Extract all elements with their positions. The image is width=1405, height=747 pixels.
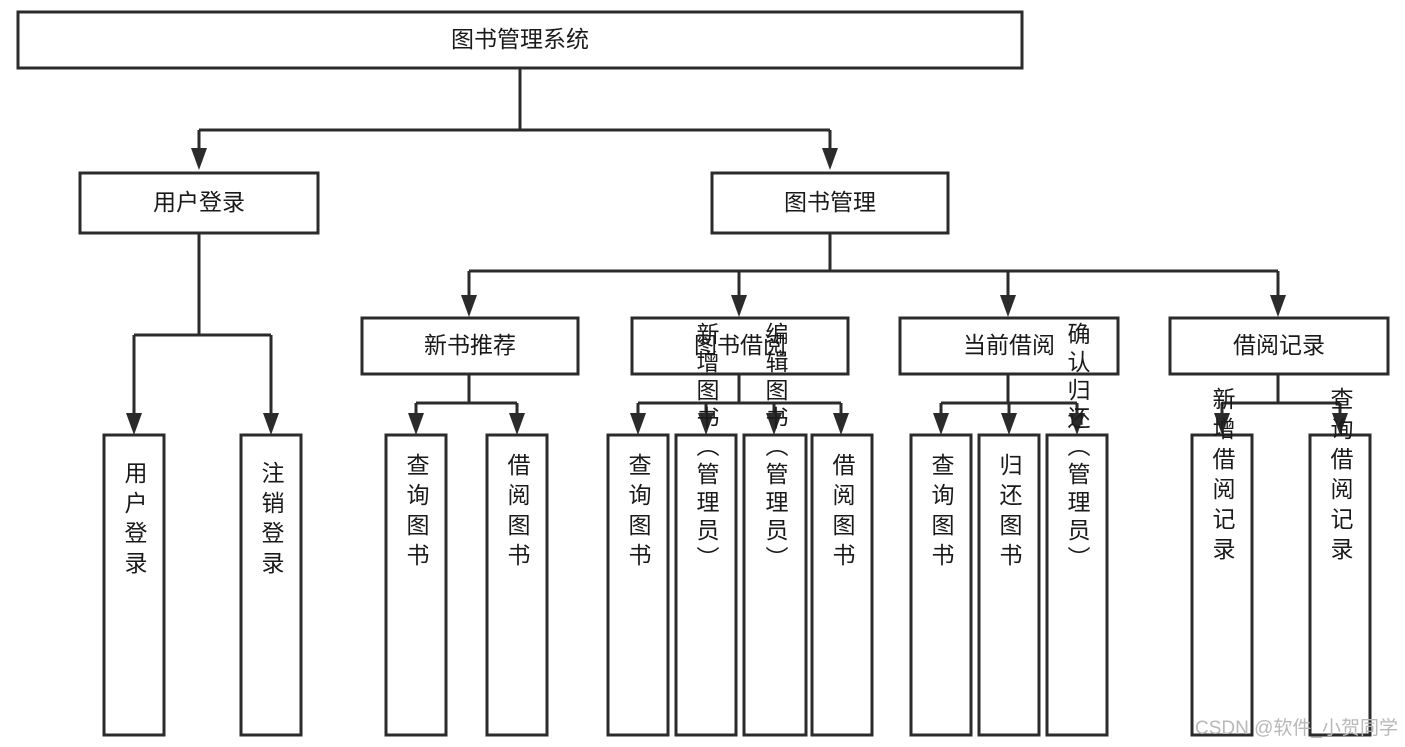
arrowhead-book-management [822, 148, 838, 170]
node-leaf-edit-book-label: 编辑图书（管理员） [762, 322, 789, 574]
arrowhead-user-login [191, 148, 207, 170]
arrowhead-bb-leaf-4 [833, 413, 849, 435]
arrowhead-new-book-recommend [461, 295, 477, 317]
node-book-borrow-label: 图书借阅 [694, 332, 786, 358]
node-system-label: 图书管理系统 [451, 26, 589, 52]
node-borrow-record[interactable]: 借阅记录 [1168, 316, 1390, 376]
node-leaf-logout-label: 注销登录 [258, 461, 285, 581]
watermark: CSDN @软件_小贺同学 [1195, 717, 1398, 739]
connector-layer [126, 68, 1348, 435]
node-leaf-add-record[interactable]: 新增借阅记录 [1190, 387, 1254, 737]
node-leaf-edit-book[interactable]: 编辑图书（管理员） [742, 322, 808, 737]
node-leaf-query-book-1[interactable]: 查询图书 [384, 433, 448, 737]
arrowhead-current-borrow [1000, 295, 1016, 317]
node-current-borrow[interactable]: 当前借阅 [898, 316, 1120, 376]
arrowhead-nbr-leaf-1 [408, 413, 424, 435]
node-borrow-record-label: 借阅记录 [1233, 332, 1325, 358]
node-leaf-add-record-label: 新增借阅记录 [1209, 387, 1236, 567]
arrowhead-book-borrow [731, 295, 747, 317]
arrowhead-cb-leaf-2 [1001, 413, 1017, 435]
node-leaf-query-record-label: 查询借阅记录 [1327, 387, 1354, 567]
arrowhead-cb-leaf-1 [933, 413, 949, 435]
node-leaf-add-book-label: 新增图书（管理员） [693, 322, 720, 574]
node-leaf-query-book-1-label: 查询图书 [403, 453, 430, 573]
node-leaf-return-book[interactable]: 归还图书 [977, 433, 1041, 737]
node-leaf-borrow-book-1-label: 借阅图书 [504, 453, 531, 573]
node-current-borrow-label: 当前借阅 [963, 332, 1055, 358]
node-leaf-logout[interactable]: 注销登录 [239, 433, 303, 737]
node-leaf-query-book-2-label: 查询图书 [625, 453, 652, 573]
arrowhead-bb-leaf-1 [630, 413, 646, 435]
node-leaf-confirm-return-label: 确认归还（管理员） [1064, 322, 1091, 574]
node-leaf-user-login-label: 用户登录 [121, 461, 148, 581]
node-book-borrow[interactable]: 图书借阅 [630, 316, 850, 376]
node-book-management[interactable]: 图书管理 [710, 171, 950, 235]
node-leaf-borrow-book-1[interactable]: 借阅图书 [485, 433, 549, 737]
node-leaf-borrow-book-2[interactable]: 借阅图书 [810, 433, 874, 737]
node-leaf-add-book[interactable]: 新增图书（管理员） [674, 322, 738, 737]
node-user-login[interactable]: 用户登录 [78, 171, 320, 235]
node-leaf-query-book-3[interactable]: 查询图书 [909, 433, 973, 737]
node-leaf-return-book-label: 归还图书 [996, 453, 1023, 573]
node-leaf-confirm-return[interactable]: 确认归还（管理员） [1045, 322, 1109, 737]
arrowhead-leaf-user-login [126, 413, 142, 435]
node-book-management-label: 图书管理 [784, 189, 876, 215]
node-new-book-recommend-label: 新书推荐 [424, 332, 516, 358]
arrowhead-borrow-record [1270, 295, 1286, 317]
node-leaf-query-record[interactable]: 查询借阅记录 [1308, 387, 1372, 737]
arrowhead-leaf-logout [263, 413, 279, 435]
node-leaf-borrow-book-2-label: 借阅图书 [829, 453, 856, 573]
node-leaf-query-book-2[interactable]: 查询图书 [606, 433, 670, 737]
arrowhead-nbr-leaf-2 [509, 413, 525, 435]
node-leaf-query-book-3-label: 查询图书 [928, 453, 955, 573]
node-new-book-recommend[interactable]: 新书推荐 [360, 316, 580, 376]
node-leaf-user-login[interactable]: 用户登录 [102, 433, 166, 737]
node-system[interactable]: 图书管理系统 [16, 10, 1024, 70]
node-user-login-label: 用户登录 [153, 189, 245, 215]
